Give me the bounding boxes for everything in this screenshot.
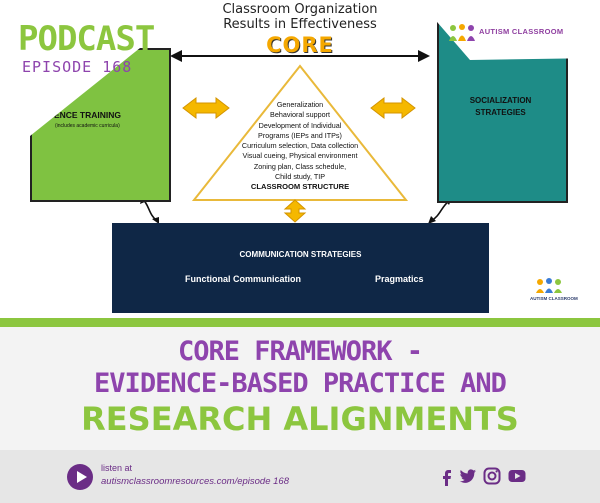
facebook-icon[interactable] [437,466,457,486]
right-box-title-line1: SOCIALIZATION [469,96,532,105]
triangle-item: Curriculum selection, Data collection [241,141,359,151]
triangle-footer: CLASSROOM STRUCTURE [250,182,350,192]
instagram-icon[interactable] [482,466,502,486]
core-label: CORE [266,33,334,57]
listen-at-label: listen at [101,463,133,473]
youtube-icon[interactable] [507,466,527,486]
triangle-item: Development of Individual [258,120,342,130]
slide-logo-text: AUTISM CLASSROOM [530,296,578,301]
triangle-item: Child study, TIP [274,172,326,182]
diagram-graphics [140,50,452,224]
left-box-subtitle: (includes academic curricula) [55,123,120,129]
triangle-item: Visual cueing, Physical environment [242,151,358,161]
episode-title-line3: RESEARCH ALIGNMENTS [81,400,519,438]
episode-label: EPISODE 168 [22,58,133,76]
triangle-item: Programs (IEPs and ITPs) [258,130,342,140]
play-icon-glyph [77,471,87,483]
autism-classroom-logo-icon [449,24,475,41]
episode-title-line2: EVIDENCE-BASED PRACTICE AND [94,368,507,399]
slide-heading: Classroom Organization Results in Effect… [185,2,415,32]
play-icon[interactable] [67,464,93,490]
right-box-title: SOCIALIZATION STRATEGIES [444,95,557,119]
episode-title-area [0,327,600,450]
right-box-title-line2: STRATEGIES [475,108,526,117]
corner-banner [0,0,600,318]
episode-title-line1: CORE FRAMEWORK - [177,336,423,367]
pragmatics-label: Pragmatics [375,274,424,284]
triangle-item: Generalization [276,100,324,109]
functional-communication-label: Functional Communication [185,274,301,284]
communication-box [112,223,489,313]
brand-name: AUTISM CLASSROOM [479,27,564,36]
green-divider [0,318,600,327]
episode-link[interactable]: autismclassroomresources.com/episode 168 [101,476,289,487]
communication-title: COMMUNICATION STRATEGIES [239,250,362,259]
slide-heading-line1: Classroom Organization [222,2,378,17]
podcast-label: PODCAST [18,19,155,59]
left-box-title: ENDENCE TRAINING [36,110,122,120]
triangle-item: Behavioral support [270,110,330,120]
people-logo-icon [536,278,562,293]
triangle-item: Zoning plan, Class schedule, [253,161,347,171]
slide-heading-line2: Results in Effectiveness [223,17,377,32]
triangle-list: Generalization Behavioral support Develo… [225,100,375,193]
twitter-icon[interactable] [458,466,478,486]
